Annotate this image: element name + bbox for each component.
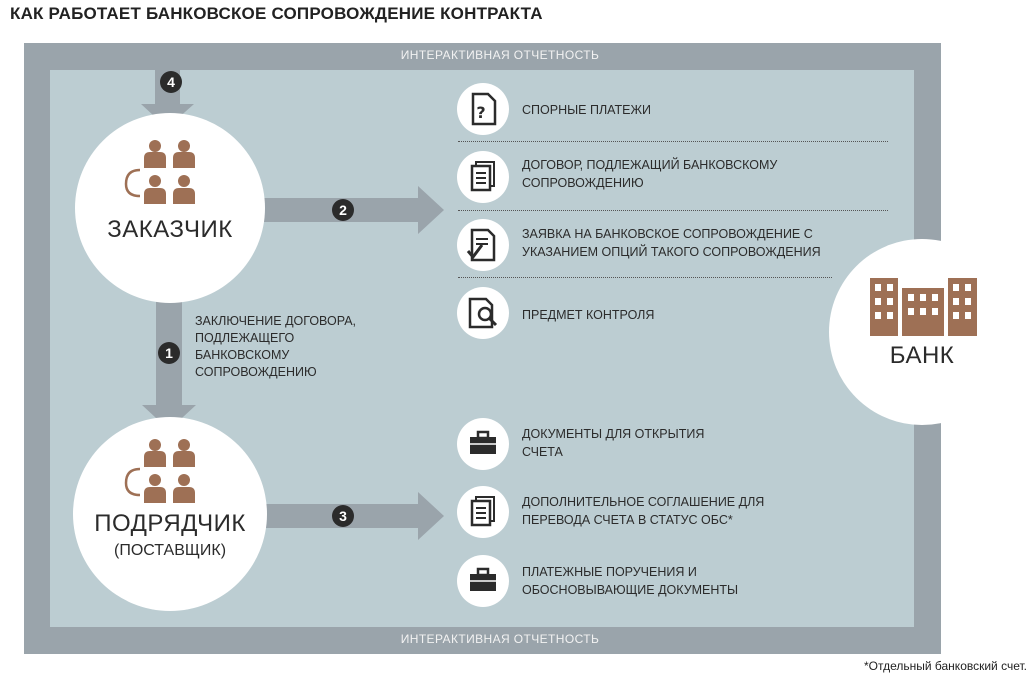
briefcase-icon [457, 555, 509, 607]
contractor-sublabel: (ПОСТАВЩИК) [113, 542, 227, 559]
arrow-step-1 [142, 298, 196, 430]
step-badge-2: 2 [332, 199, 354, 221]
briefcase-icon [457, 418, 509, 470]
contractor-item-payment-orders: ПЛАТЕЖНЫЕ ПОРУЧЕНИЯ И ОБОСНОВЫВАЮЩИЕ ДОК… [522, 565, 739, 597]
svg-text:?: ? [476, 103, 485, 122]
divider [458, 210, 888, 211]
reporting-label-bottom: ИНТЕРАКТИВНАЯ ОТЧЕТНОСТЬ [400, 632, 600, 646]
customer-item-control-subject: ПРЕДМЕТ КОНТРОЛЯ [522, 308, 655, 322]
reporting-label-top: ИНТЕРАКТИВНАЯ ОТЧЕТНОСТЬ [400, 48, 600, 62]
step-badge-1: 1 [158, 342, 180, 364]
customer-label: ЗАКАЗЧИК [107, 216, 233, 243]
page-title: КАК РАБОТАЕТ БАНКОВСКОЕ СОПРОВОЖДЕНИЕ КО… [10, 4, 543, 23]
divider [458, 141, 888, 142]
question-document-icon: ? [457, 83, 509, 135]
buildings-icon [870, 278, 977, 336]
magnifier-document-icon [457, 287, 509, 339]
customer-item-application: ЗАЯВКА НА БАНКОВСКОЕ СОПРОВОЖДЕНИЕ С УКА… [522, 227, 821, 259]
document-stack-icon [457, 486, 509, 538]
step-1-description: ЗАКЛЮЧЕНИЕ ДОГОВОРА, ПОДЛЕЖАЩЕГО БАНКОВС… [195, 314, 357, 379]
contractor-node [73, 417, 267, 611]
contractor-item-account-documents: ДОКУМЕНТЫ ДЛЯ ОТКРЫТИЯ СЧЕТА [522, 427, 705, 459]
people-group-icon [124, 439, 195, 503]
step-badge-4: 4 [160, 71, 182, 93]
customer-item-disputed-payments: СПОРНЫЕ ПЛАТЕЖИ [522, 103, 652, 117]
checked-document-icon [457, 219, 509, 271]
contractor-item-agreement: ДОПОЛНИТЕЛЬНОЕ СОГЛАШЕНИЕ ДЛЯ ПЕРЕВОДА С… [522, 495, 765, 527]
step-badge-3: 3 [332, 505, 354, 527]
divider [458, 277, 832, 278]
contractor-label: ПОДРЯДЧИК [94, 510, 246, 537]
customer-node [75, 113, 265, 303]
customer-item-contract: ДОГОВОР, ПОДЛЕЖАЩИЙ БАНКОВСКОМУ СОПРОВОЖ… [522, 158, 778, 190]
bank-label: БАНК [889, 342, 955, 369]
footnote: *Отдельный банковский счет. [863, 659, 1027, 673]
people-group-icon [124, 140, 195, 204]
document-stack-icon [457, 151, 509, 203]
